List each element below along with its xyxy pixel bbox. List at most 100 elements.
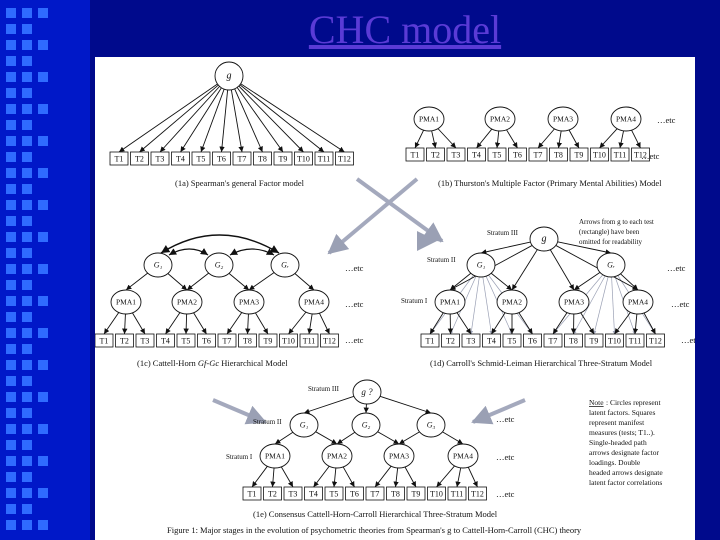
decorative-square-11 [22,72,32,82]
caption-1e: (1e) Consensus Cattell-Horn-Carroll Hier… [253,509,498,519]
test-label-d-4: T4 [487,337,496,346]
decorative-square-76 [22,488,32,498]
test-box-b-9 [569,147,589,162]
path-e-3-1 [374,465,392,488]
test-box-d-12 [646,333,665,348]
pma-node-e-4-label: PMA4 [453,452,473,461]
test-label-a-7: T7 [238,155,247,164]
etc-c-top: …etc [345,263,364,273]
g-node-d-label: g [542,234,547,245]
path-b-1-2 [431,130,437,149]
decorative-square-42 [38,264,48,274]
decorative-square-1 [22,8,32,18]
decorative-square-50 [6,328,16,338]
path-a-2 [139,84,219,153]
decorative-square-66 [22,424,32,434]
path-c-3-2 [245,313,251,335]
test-label-c-11: T11 [303,337,316,346]
gray-path-d-10 [611,276,617,335]
g2-node-e [351,412,381,438]
test-label-a-3: T3 [156,155,165,164]
etc-d-bottom: …etc [681,335,695,345]
gray-path-d-3 [469,276,480,335]
etc-e-mid: …etc [496,452,515,462]
test-label-e-9: T9 [412,490,421,499]
stratum-ii-label-d: Stratum II [427,256,456,264]
decorative-square-70 [6,456,16,466]
pma-node-d-2 [496,289,528,315]
path-a-11 [239,84,325,153]
decorative-square-60 [6,392,16,402]
decorative-square-47 [38,296,48,306]
decorative-square-3 [6,24,16,34]
test-label-a-9: T9 [279,155,288,164]
decorative-square-82 [38,520,48,530]
decorative-square-72 [38,456,48,466]
decorative-square-61 [22,392,32,402]
stratum-iii-label-e: Stratum III [308,385,340,393]
path-b-2-3 [506,129,518,149]
test-label-b-11: T11 [614,151,627,160]
note-line-3: represent manifest [589,418,645,427]
note-d-line-3: omitted for readability [579,238,642,246]
decorative-square-48 [6,312,16,322]
decorative-square-19 [22,120,32,130]
gr-node-c [270,252,300,278]
decorative-square-45 [6,296,16,306]
decorative-square-65 [6,424,16,434]
decorative-square-0 [6,8,16,18]
test-label-e-7: T7 [371,490,380,499]
test-label-c-9: T9 [264,337,273,346]
test-box-e-10 [427,486,446,501]
g3-node-e [416,412,446,438]
decorative-square-15 [6,104,16,114]
decorative-square-73 [6,472,16,482]
test-box-e-1 [242,486,262,501]
decorative-square-30 [6,200,16,210]
test-label-c-3: T3 [141,337,150,346]
path-d-4-1 [614,312,631,335]
pma-node-d-3 [558,289,590,315]
pma-node-d-1-label: PMA1 [440,298,460,307]
test-box-e-4 [304,486,323,501]
path-e-top-0 [303,395,355,414]
note-line-6: arrows designate factor [589,448,659,457]
test-box-e-8 [386,486,405,501]
path-d-4-2 [632,313,639,335]
path-c-g-0 [125,272,148,291]
g-node-a [214,61,244,91]
path-c-1-3 [132,312,146,335]
etc-e-top: …etc [496,414,515,424]
decorative-square-80 [6,520,16,530]
path-b-3-2 [556,130,562,149]
pma-node-e-4 [447,443,479,469]
decorative-square-79 [22,504,32,514]
test-box-a-7 [232,151,252,166]
test-label-e-10: T10 [430,490,443,499]
g-node-e-label: g ? [361,387,373,397]
test-box-b-8 [549,147,568,162]
test-box-a-2 [130,151,149,166]
decorative-square-27 [38,168,48,178]
transition-arrow-c-to-e [212,398,267,425]
decorative-square-2 [38,8,48,18]
test-label-d-10: T10 [608,337,621,346]
decorative-square-24 [22,152,32,162]
path-e-2-2 [331,467,338,488]
correlation-arc-c-outer [160,234,280,254]
caption-1a: (1a) Spearman's general Factor model [175,178,305,188]
test-label-d-3: T3 [467,337,476,346]
path-c-3-1 [226,312,243,335]
path-d-g-1 [490,272,513,291]
path-e-2-3 [342,466,355,488]
g2-node-e-label: G₂ [362,421,371,430]
decorative-square-10 [6,72,16,82]
path-e-g-0 [274,431,294,445]
test-label-d-7: T7 [549,337,558,346]
pma-node-d-3-label: PMA3 [564,298,584,307]
test-label-c-12: T12 [323,337,336,346]
pma-node-d-4 [622,289,654,315]
test-box-c-8 [238,333,257,348]
decorative-square-16 [22,104,32,114]
decorative-square-41 [22,264,32,274]
